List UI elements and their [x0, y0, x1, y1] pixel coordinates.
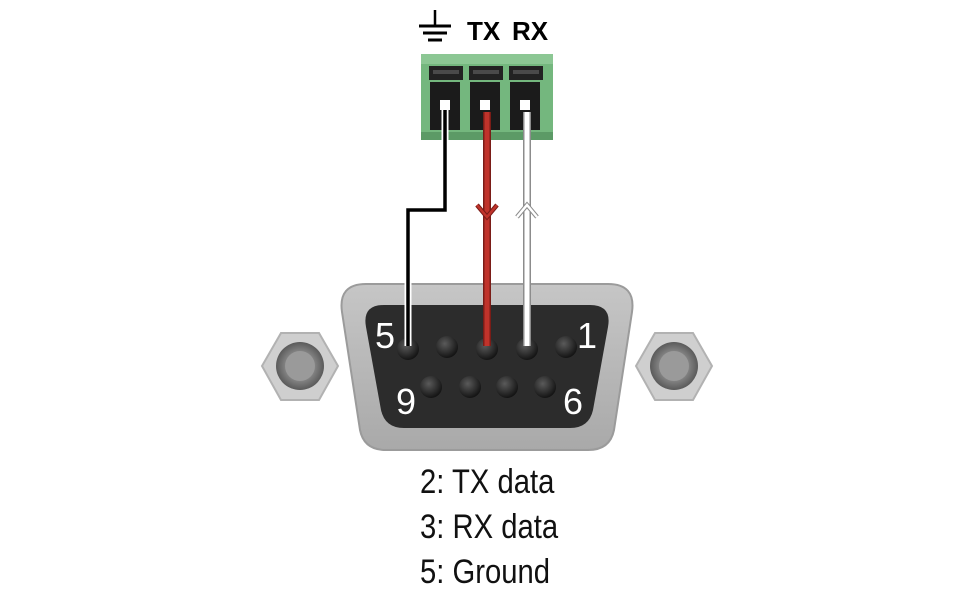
rx-wire	[515, 112, 539, 346]
mounting-nut-left	[260, 332, 340, 401]
pin-7	[496, 376, 518, 398]
pin-1	[555, 336, 577, 358]
legend-item-tx: 2: TX data	[420, 463, 555, 501]
pin-9	[420, 376, 442, 398]
db9-connector: 5 1 9 6	[340, 283, 634, 451]
pin-6	[534, 376, 556, 398]
terminal-screw-ground	[429, 66, 463, 80]
pin-label-9: 9	[396, 381, 416, 422]
ground-icon	[419, 10, 451, 42]
pin-label-5: 5	[375, 315, 395, 356]
tx-wire	[475, 112, 499, 346]
legend-item-rx: 3: RX data	[420, 508, 559, 546]
pin-8	[459, 376, 481, 398]
pin-legend: 2: TX data 3: RX data 5: Ground	[420, 460, 558, 595]
legend-item-ground: 5: Ground	[420, 553, 551, 591]
pin-label-6: 6	[563, 381, 583, 422]
pin-label-1: 1	[577, 315, 597, 356]
pin-4	[436, 336, 458, 358]
terminal-screw-rx	[509, 66, 543, 80]
mounting-nut-right	[634, 332, 714, 401]
ground-wire	[404, 110, 449, 346]
pin-2	[516, 338, 538, 360]
terminal-screw-tx	[469, 66, 503, 80]
pin-3	[476, 338, 498, 360]
tx-label: TX	[467, 16, 501, 46]
rx-label: RX	[512, 16, 549, 46]
pin-5	[397, 338, 419, 360]
